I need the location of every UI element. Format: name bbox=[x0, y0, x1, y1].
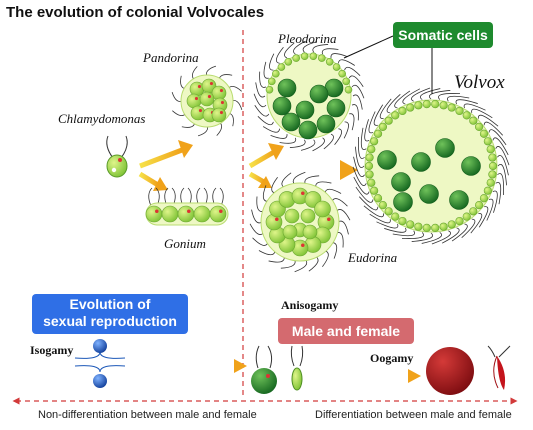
label-oogamy: Oogamy bbox=[370, 351, 414, 365]
evolution-arrows bbox=[132, 140, 358, 191]
pleodorina-colony bbox=[253, 40, 365, 152]
anisogamy-gametes bbox=[251, 345, 304, 394]
label-isogamy: Isogamy bbox=[30, 343, 74, 357]
eudorina-colony bbox=[249, 171, 351, 273]
oogamy-gametes bbox=[426, 345, 511, 395]
label-pleodorina: Pleodorina bbox=[278, 31, 337, 46]
label-pandorina: Pandorina bbox=[143, 50, 199, 65]
label-gonium: Gonium bbox=[164, 236, 206, 251]
somatic-cells-label: Somatic cells bbox=[393, 22, 493, 48]
sexual-reproduction-line2: sexual reproduction bbox=[43, 313, 177, 329]
chlamydomonas-cell bbox=[106, 135, 128, 178]
pandorina-colony bbox=[171, 65, 243, 137]
arrow-to-pandorina bbox=[139, 147, 183, 169]
label-volvox: Volvox bbox=[454, 72, 505, 93]
label-eudorina: Eudorina bbox=[348, 250, 398, 265]
arrow-to-gonium bbox=[138, 171, 160, 188]
sexual-reproduction-box: Evolution of sexual reproduction bbox=[32, 294, 188, 334]
diagram-title: The evolution of colonial Volvocales bbox=[6, 4, 265, 21]
somatic-pointer-1 bbox=[343, 35, 394, 59]
gonium-colony bbox=[145, 187, 229, 226]
label-differentiation: Differentiation between male and female bbox=[315, 409, 512, 421]
sexual-reproduction-line1: Evolution of bbox=[69, 296, 151, 312]
label-non-differentiation: Non-differentiation between male and fem… bbox=[38, 409, 257, 421]
volvox-colony bbox=[352, 87, 510, 245]
arrow-to-pleodorina bbox=[248, 149, 276, 169]
male-female-label: Male and female bbox=[278, 318, 414, 344]
label-chlamydomonas: Chlamydomonas bbox=[58, 111, 146, 126]
label-anisogamy: Anisogamy bbox=[281, 298, 339, 312]
isogamy-gametes bbox=[74, 339, 126, 388]
arrow-to-eudorina bbox=[248, 171, 266, 185]
